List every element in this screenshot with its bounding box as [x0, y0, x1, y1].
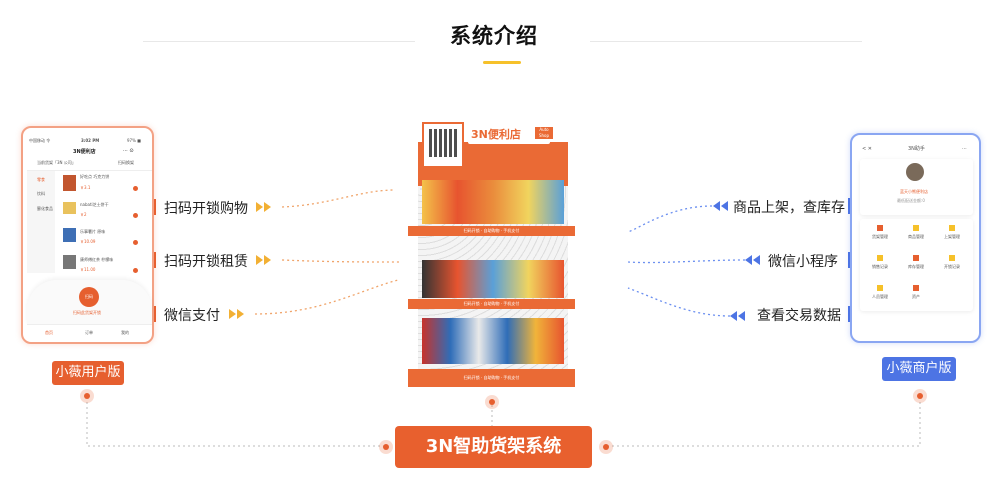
app-title: 3N助手 [908, 146, 925, 152]
drinks-row [422, 318, 564, 364]
grid-item-listing[interactable]: 上架管理 [944, 234, 960, 239]
category-item[interactable]: 饮料 [37, 191, 45, 196]
scan-caption: 扫码此货架开锁 [73, 310, 101, 315]
feature-scan-unlock-buy: 扫码开锁购物 [164, 201, 248, 217]
connector-dot [485, 395, 499, 409]
shelf-label-strip: 扫码开锁 · 自助购物 · 手机支付 [408, 299, 575, 309]
title-underline [483, 61, 521, 64]
product-name: 乐事薯片 原味 [80, 229, 106, 234]
unlock-record-icon [949, 255, 955, 261]
product-name: nabati芝士饼干 [80, 202, 109, 207]
app-title: 3N便利店 [73, 149, 96, 155]
goods-manage-icon [913, 225, 919, 231]
status-battery: 97% ■ [127, 138, 141, 143]
store-sub: 最低配送金额:0 [897, 198, 925, 203]
product-name: 好吃点 巧克力饼 [80, 174, 110, 179]
connector-dot [913, 389, 927, 403]
category-item[interactable]: 零食 [37, 177, 45, 182]
scan-button[interactable]: 扫码 [79, 287, 99, 307]
staff-manage-icon [877, 285, 883, 291]
product-image [63, 175, 76, 191]
vending-shelf-illustration: 3N便利店 Auto Shop 扫码开锁 · 自助购物 · 手机支付 扫码开锁 … [408, 122, 575, 397]
grid-item-sales[interactable]: 销售记录 [872, 264, 888, 269]
snack-row [422, 180, 564, 224]
feature-mini-program: 微信小程序 [768, 254, 838, 270]
category-sidebar [27, 171, 55, 273]
feature-shelving-inventory: 商品上架，查库存 [733, 200, 845, 216]
feature-tick [153, 199, 156, 215]
scan-switch-link[interactable]: 扫码换架 [118, 160, 134, 165]
feature-wechat-pay: 微信支付 [164, 308, 220, 324]
title-divider-right [590, 41, 862, 42]
feature-scan-unlock-rent: 扫码开锁租赁 [164, 254, 248, 270]
product-price: ￥2 [80, 212, 87, 217]
add-to-cart-icon[interactable] [133, 240, 138, 245]
page-title: 系统介绍 [450, 24, 538, 48]
product-price: ￥10.09 [80, 239, 96, 244]
feature-tick [153, 252, 156, 268]
add-to-cart-icon[interactable] [133, 186, 138, 191]
title-divider-left [143, 41, 415, 42]
add-to-cart-icon[interactable] [133, 213, 138, 218]
stock-manage-icon [913, 255, 919, 261]
qr-code-icon [422, 122, 464, 168]
shelf-manage-icon [877, 225, 883, 231]
function-grid [860, 219, 973, 311]
product-image [63, 228, 76, 242]
user-version-badge: 小薇用户版 [52, 361, 124, 385]
feature-tick [153, 306, 156, 322]
connector-dot [599, 440, 613, 454]
product-price: ￥3.1 [80, 185, 91, 190]
product-name: 康师傅红茶 柠檬味 [80, 257, 114, 262]
more-icon[interactable]: ··· [962, 146, 967, 152]
category-item[interactable]: 膨化食品 [37, 206, 53, 211]
listing-manage-icon [949, 225, 955, 231]
location-text: 当前货架「3N 公司」 [37, 160, 76, 165]
grid-item-shelf[interactable]: 货架管理 [872, 234, 888, 239]
product-image [63, 255, 76, 269]
grid-item-stock[interactable]: 库存管理 [908, 264, 924, 269]
shelf-brand-tag: Auto Shop [534, 126, 554, 140]
feature-transaction-data: 查看交易数据 [757, 308, 841, 324]
shelf-brand: 3N便利店 [468, 126, 550, 144]
system-name-button[interactable]: 3N智助货架系统 [395, 426, 592, 468]
status-time: 3:02 PM [81, 138, 100, 143]
divider [27, 324, 152, 325]
connector-dot [379, 440, 393, 454]
product-image [63, 202, 76, 214]
feature-tick [848, 252, 851, 268]
grid-item-goods[interactable]: 商品管理 [908, 234, 924, 239]
tab-orders[interactable]: 订单 [85, 330, 93, 335]
more-icon[interactable]: ··· ⊙ [123, 148, 134, 154]
divider [27, 170, 152, 171]
tab-home[interactable]: 首页 [45, 330, 53, 335]
shelf-label-strip: 扫码开锁 · 自助购物 · 手机支付 [408, 226, 575, 236]
connector-dot [80, 389, 94, 403]
avatar [906, 163, 924, 181]
grid-item-staff[interactable]: 人员管理 [872, 294, 888, 299]
sales-record-icon [877, 255, 883, 261]
status-carrier: 中国移动 令 [29, 138, 51, 143]
merchant-phone-mockup: < ✕ 3N助手 ··· 蓝天小熊便利店 最低配送金额:0 货架管理 商品管理 … [850, 133, 981, 343]
feature-tick [848, 198, 851, 214]
store-name: 蓝天小熊便利店 [900, 189, 928, 194]
merchant-version-badge: 小薇商户版 [882, 357, 956, 381]
goods-row [422, 260, 564, 298]
tab-mine[interactable]: 我的 [121, 330, 129, 335]
shelf-base-strip: 扫码开锁 · 自助购物 · 手机支付 [408, 369, 575, 387]
user-phone-mockup: 中国移动 令 3:02 PM 97% ■ 3N便利店 ··· ⊙ 当前货架「3N… [21, 126, 154, 344]
add-to-cart-icon[interactable] [133, 268, 138, 273]
back-close-icon[interactable]: < ✕ [862, 146, 872, 152]
feature-tick [848, 306, 851, 322]
grid-item-assets[interactable]: 资产 [912, 294, 920, 299]
product-price: ￥11.00 [80, 267, 96, 272]
assets-icon [913, 285, 919, 291]
grid-item-unlock[interactable]: 开锁记录 [944, 264, 960, 269]
